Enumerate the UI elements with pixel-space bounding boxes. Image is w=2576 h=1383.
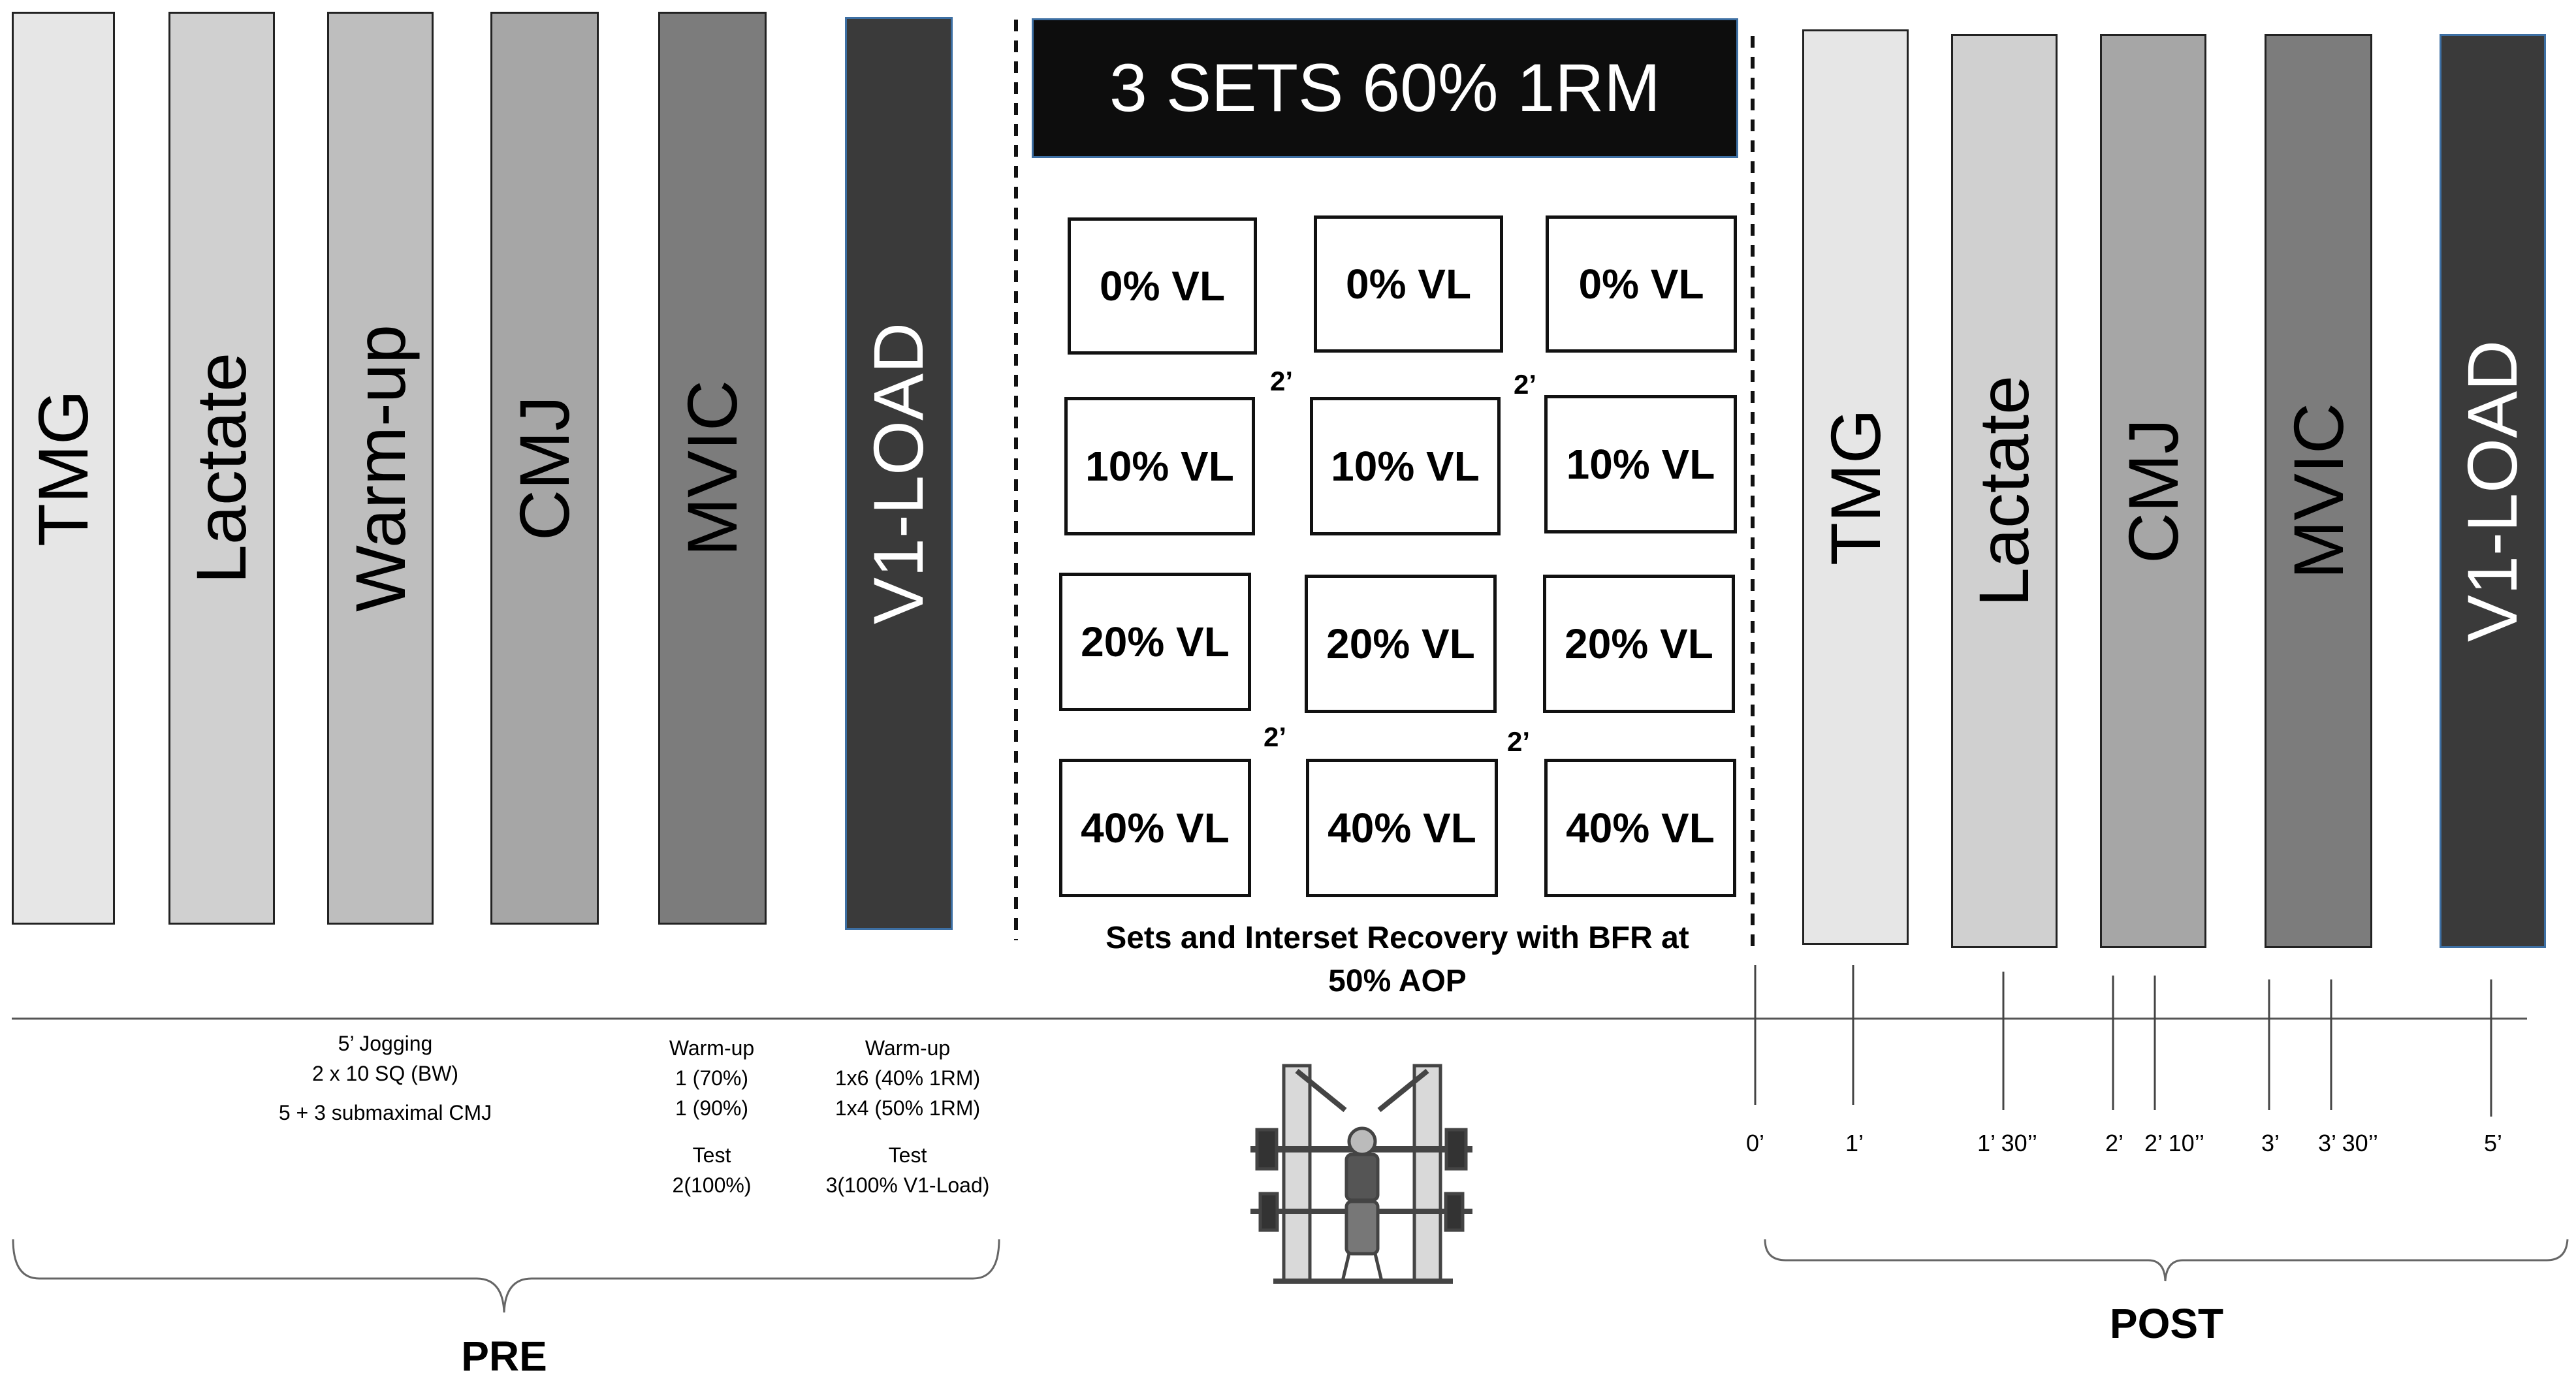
pre-warmup-bar: Warm-up bbox=[327, 12, 434, 925]
vl-label: 0% VL bbox=[1578, 261, 1704, 308]
recovery-time: 2’ bbox=[1264, 722, 1287, 752]
time-label: 1’ bbox=[1845, 1130, 1864, 1156]
v1-load-notes: Warm-up 1x6 (40% 1RM) 1x4 (50% 1RM) Test… bbox=[803, 1033, 1012, 1200]
note-line: Warm-up bbox=[865, 1036, 951, 1060]
post-lactate-bar: Lactate bbox=[1951, 34, 2058, 948]
time-label: 1’ 30’’ bbox=[1977, 1130, 2038, 1156]
vl-box: 40% VL bbox=[1059, 759, 1251, 897]
vl-label: 40% VL bbox=[1328, 804, 1476, 851]
pre-label: PRE bbox=[461, 1333, 547, 1380]
time-label: 0’ bbox=[1745, 1130, 1765, 1156]
smith-machine-figure bbox=[1250, 1064, 1472, 1284]
vl-box: 0% VL bbox=[1068, 217, 1257, 355]
mvic-notes: Warm-up 1 (70%) 1 (90%) Test 2(100%) bbox=[637, 1033, 787, 1200]
recovery-time: 2’ bbox=[1270, 366, 1294, 396]
time-label: 2’ bbox=[2105, 1130, 2124, 1156]
vl-label: 0% VL bbox=[1099, 262, 1226, 310]
note-line: Test bbox=[888, 1143, 927, 1167]
vl-box: 10% VL bbox=[1544, 395, 1737, 533]
vl-label: 10% VL bbox=[1331, 443, 1480, 490]
time-label: 3’ bbox=[2261, 1130, 2280, 1156]
note-line: 2 x 10 SQ (BW) bbox=[311, 1062, 459, 1085]
post-label: POST bbox=[2109, 1300, 2224, 1347]
note-line: 1x4 (50% 1RM) bbox=[835, 1096, 981, 1120]
post-v1-load-bar: V1-LOAD bbox=[2440, 34, 2546, 948]
vl-box: 40% VL bbox=[1544, 759, 1736, 897]
time-label: 3’ 30’’ bbox=[2317, 1130, 2379, 1156]
vl-box: 40% VL bbox=[1306, 759, 1498, 897]
vl-label: 10% VL bbox=[1085, 443, 1234, 490]
vl-label: 40% VL bbox=[1081, 804, 1230, 851]
note-line: 5’ Jogging bbox=[338, 1032, 433, 1055]
note-line: Warm-up bbox=[669, 1036, 755, 1060]
pre-tmg-bar: TMG bbox=[12, 12, 115, 925]
note-line: 1 (90%) bbox=[675, 1096, 749, 1120]
vl-label: 0% VL bbox=[1345, 261, 1472, 308]
vl-box: 0% VL bbox=[1546, 215, 1737, 353]
note-line: 3(100% V1-Load) bbox=[825, 1173, 990, 1197]
vl-label: 40% VL bbox=[1566, 804, 1715, 851]
vl-box: 0% VL bbox=[1314, 215, 1503, 353]
recovery-time: 2’ bbox=[1507, 726, 1531, 757]
time-label: 2’ 10’’ bbox=[2144, 1130, 2205, 1156]
vl-label: 20% VL bbox=[1081, 618, 1230, 665]
pre-lactate-bar: Lactate bbox=[168, 12, 275, 925]
vl-box: 20% VL bbox=[1543, 575, 1735, 713]
post-cmj-bar: CMJ bbox=[2100, 34, 2206, 948]
pre-v1-load-bar: V1-LOAD bbox=[845, 17, 953, 930]
pre-mvic-bar: MVIC bbox=[658, 12, 767, 925]
protocol-title-text: 3 SETS 60% 1RM bbox=[1109, 50, 1661, 126]
note-line: 1x6 (40% 1RM) bbox=[835, 1066, 981, 1090]
note-line: 1 (70%) bbox=[675, 1066, 749, 1090]
post-mvic-bar: MVIC bbox=[2265, 34, 2372, 948]
warmup-notes: 5’ Jogging 2 x 10 SQ (BW) 5 + 3 submaxim… bbox=[261, 1028, 509, 1128]
post-tmg-bar: TMG bbox=[1802, 29, 1909, 945]
note-line: 2(100%) bbox=[672, 1173, 752, 1197]
recovery-time: 2’ bbox=[1514, 369, 1537, 400]
time-label: 5’ bbox=[2483, 1130, 2503, 1156]
vl-box: 20% VL bbox=[1305, 575, 1497, 713]
note-line: Test bbox=[692, 1143, 731, 1167]
pre-brace bbox=[12, 1239, 1000, 1313]
pre-cmj-bar: CMJ bbox=[490, 12, 599, 925]
vl-label: 10% VL bbox=[1566, 441, 1715, 488]
note-line: 5 + 3 submaximal CMJ bbox=[278, 1101, 492, 1124]
vl-box: 20% VL bbox=[1059, 573, 1251, 711]
vl-box: 10% VL bbox=[1064, 397, 1255, 535]
post-brace bbox=[1764, 1239, 2569, 1282]
bfr-caption-line-2: 50% AOP bbox=[1328, 964, 1467, 998]
protocol-title: 3 SETS 60% 1RM bbox=[1032, 18, 1738, 158]
time-ticks bbox=[1754, 965, 2492, 1117]
vl-label: 20% VL bbox=[1565, 620, 1713, 667]
bfr-caption-line-1: Sets and Interset Recovery with BFR at bbox=[1105, 921, 1689, 955]
vl-box: 10% VL bbox=[1310, 397, 1501, 535]
vl-label: 20% VL bbox=[1326, 620, 1475, 667]
bfr-caption: Sets and Interset Recovery with BFR at 5… bbox=[1045, 917, 1750, 1003]
